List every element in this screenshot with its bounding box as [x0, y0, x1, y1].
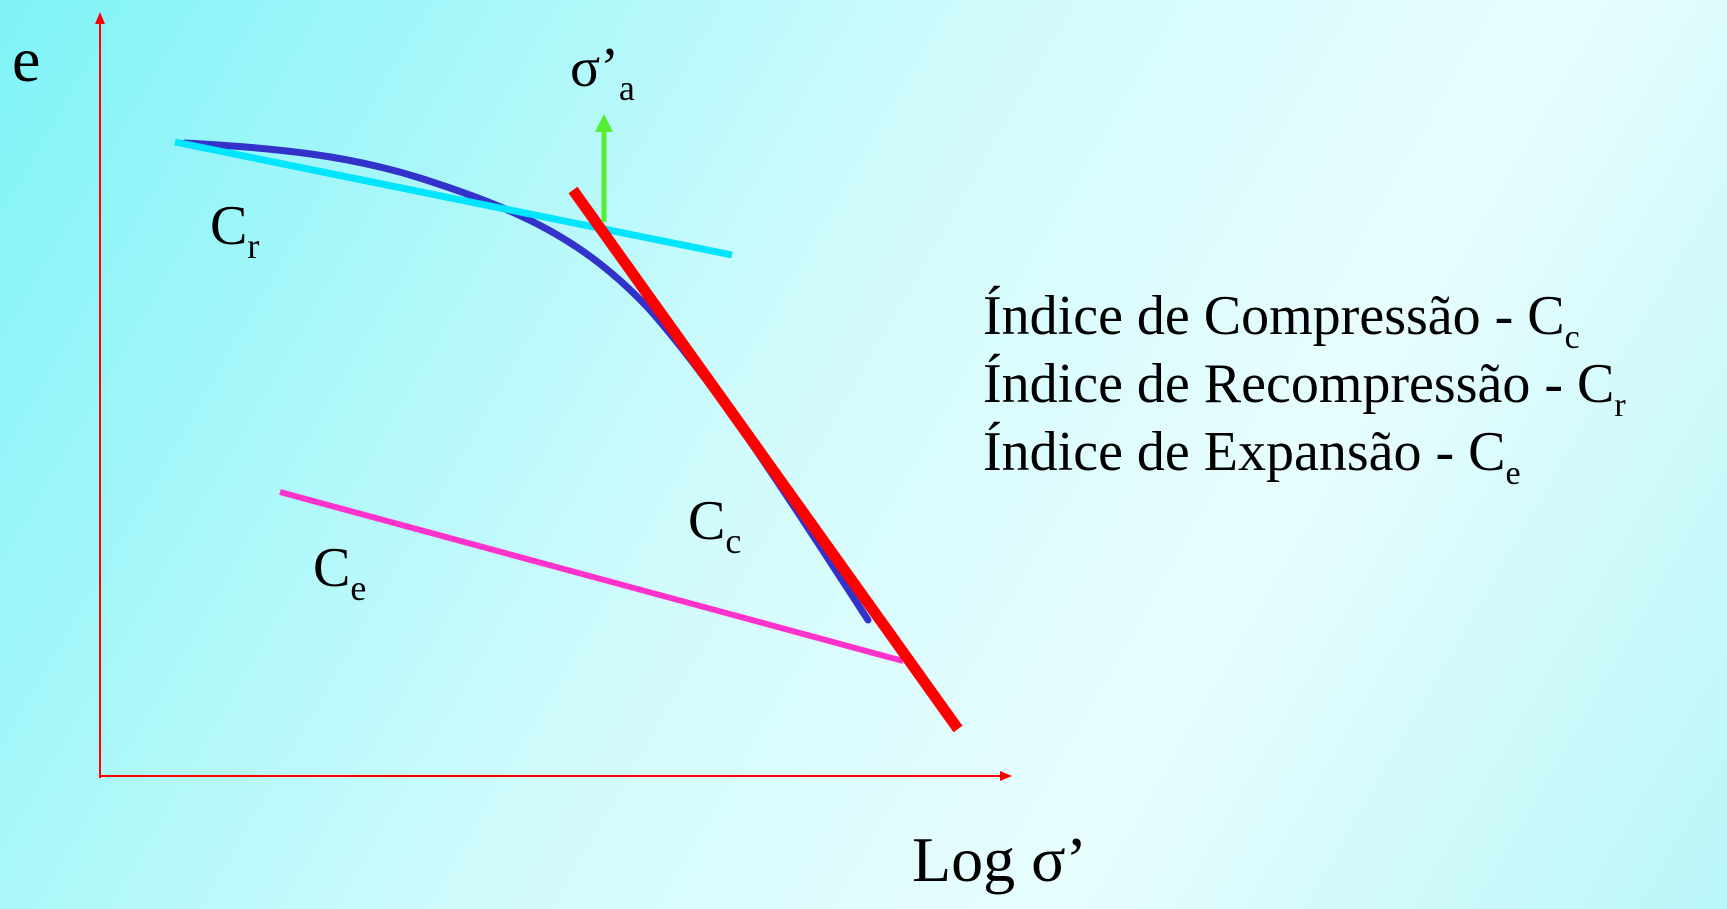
y-axis-arrowhead — [95, 12, 105, 24]
preconsolidation-label-sub: a — [618, 68, 635, 108]
index-legend: Índice de Compressão - Cc Índice de Reco… — [983, 282, 1626, 492]
ce-label-base: C — [313, 537, 351, 599]
legend-item-text: Índice de Recompressão - C — [983, 353, 1615, 415]
legend-item-expansion: Índice de Expansão - Ce — [983, 418, 1626, 492]
compression-index-line — [568, 186, 963, 733]
x-axis-arrowhead — [1000, 771, 1012, 781]
preconsolidation-arrow-icon — [595, 114, 613, 132]
expansion-line — [279, 489, 904, 664]
cr-label-sub: r — [247, 226, 260, 266]
preconsolidation-label-base: σ’ — [570, 37, 619, 99]
legend-item-text: Índice de Compressão - C — [983, 285, 1565, 347]
cr-label-base: C — [210, 195, 248, 257]
cr-label: Cr — [210, 198, 259, 264]
cc-label-base: C — [688, 490, 726, 552]
cc-label: Cc — [688, 493, 741, 559]
y-axis-label: e — [12, 24, 41, 95]
legend-item-sub: e — [1505, 455, 1521, 492]
ce-label-sub: e — [350, 568, 367, 608]
legend-item-compression: Índice de Compressão - Cc — [983, 282, 1626, 356]
preconsolidation-label: σ’a — [570, 40, 635, 106]
legend-item-recompression: Índice de Recompressão - Cr — [983, 350, 1626, 424]
recompression-line — [174, 138, 733, 259]
legend-item-text: Índice de Expansão - C — [983, 421, 1506, 483]
legend-item-sub: c — [1564, 319, 1580, 356]
legend-item-sub: r — [1614, 387, 1626, 424]
x-axis-label: Log σ’ — [912, 824, 1087, 895]
ce-label: Ce — [313, 540, 366, 606]
cc-label-sub: c — [725, 521, 742, 561]
